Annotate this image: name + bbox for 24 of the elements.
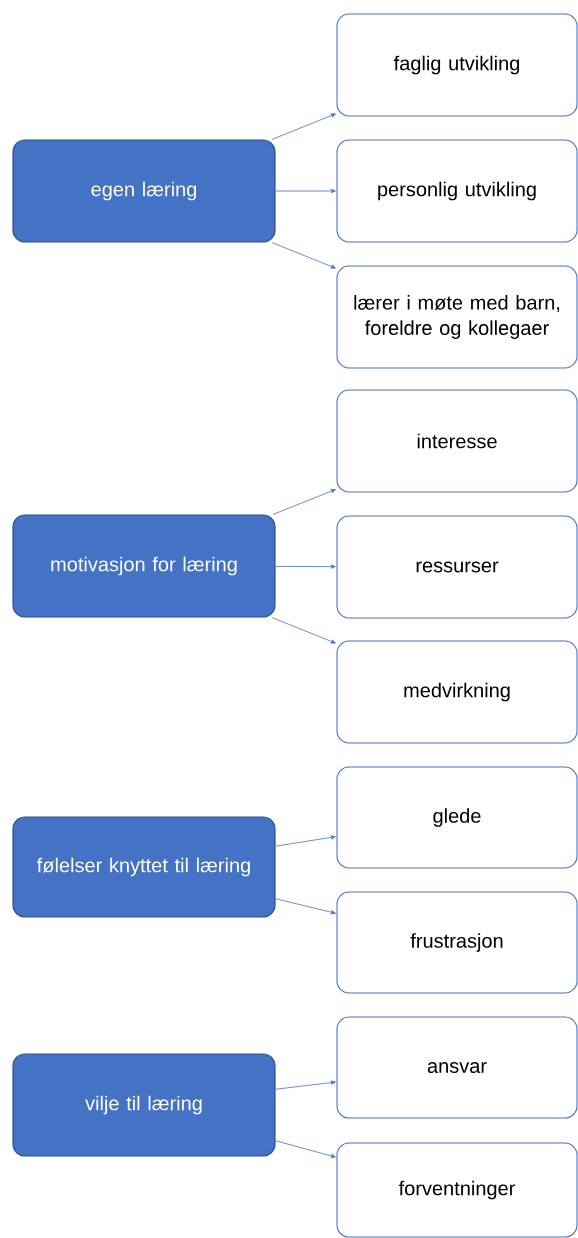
arrow	[275, 835, 336, 847]
arrow	[275, 1140, 336, 1158]
subtopic-box: medvirkning	[336, 640, 578, 744]
subtopic-box: faglig utvikling	[336, 13, 578, 117]
subtopic-box: interesse	[336, 389, 578, 493]
arrow	[272, 489, 336, 515]
arrow	[271, 617, 336, 644]
subtopic-box: forventninger	[336, 1142, 578, 1238]
topic-box: egen læring	[12, 139, 276, 243]
subtopic-box: glede	[336, 766, 578, 869]
subtopic-box: ansvar	[336, 1016, 578, 1119]
arrow	[275, 1080, 336, 1090]
topic-box: følelser knyttet til læring	[12, 816, 276, 918]
arrow	[271, 113, 336, 140]
arrow	[275, 564, 336, 569]
subtopic-box: lærer i møte med barn, foreldre og kollegaer	[336, 265, 578, 369]
subtopic-box: personlig utvikling	[336, 139, 578, 243]
topic-box: motivasjon for læring	[12, 514, 276, 618]
subtopic-box: frustrasjon	[336, 891, 578, 994]
arrow	[275, 188, 336, 194]
subtopic-box: ressurser	[336, 515, 578, 619]
arrow	[275, 898, 336, 915]
topic-box: vilje til læring	[12, 1053, 276, 1157]
arrow	[271, 242, 336, 269]
